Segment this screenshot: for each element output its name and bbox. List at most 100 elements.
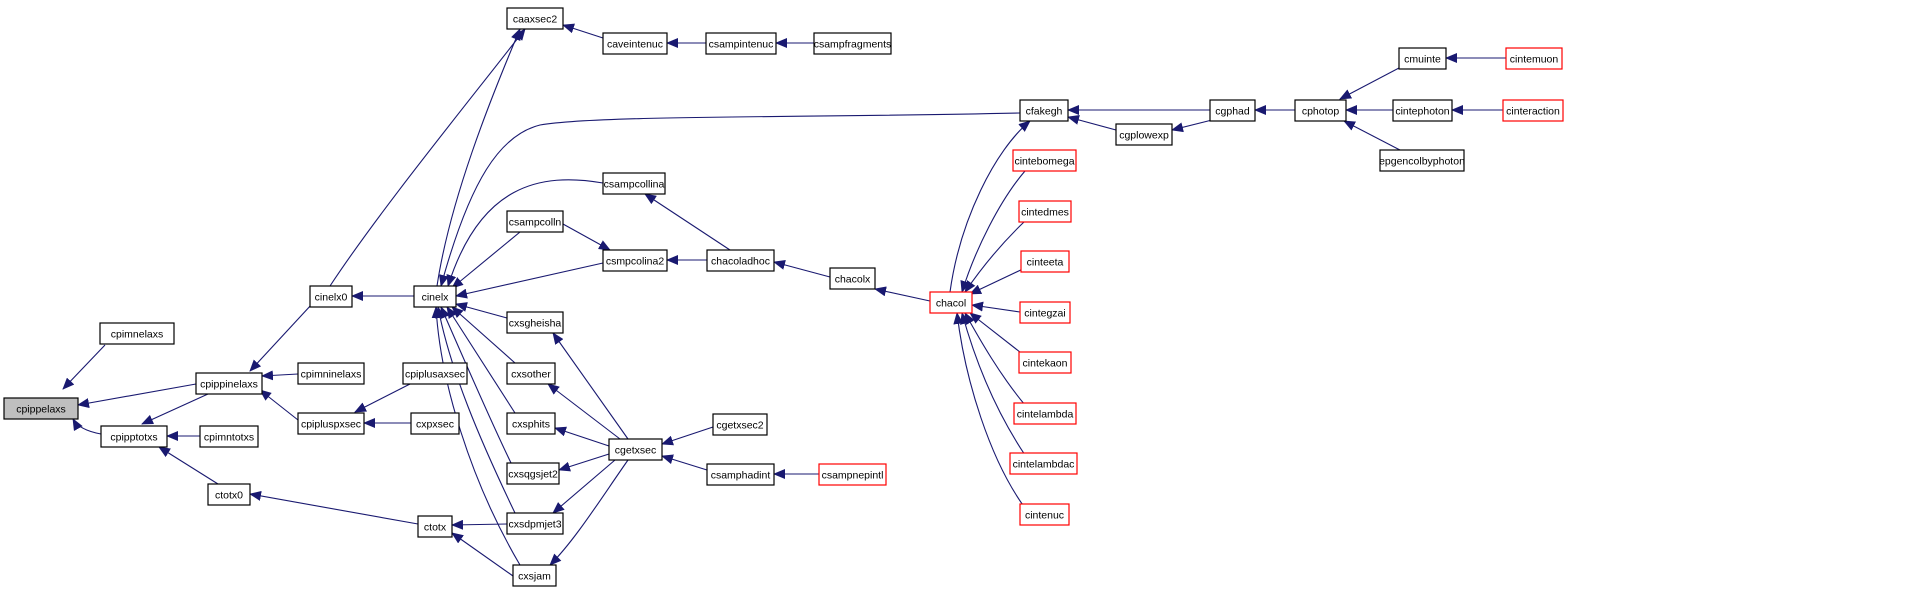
edge-cgphad-to-cgplowexp xyxy=(1171,119,1213,133)
node-cxsphits[interactable]: cxsphits xyxy=(506,412,556,435)
node-box xyxy=(410,412,460,435)
node-cgphad[interactable]: cgphad xyxy=(1209,99,1256,122)
node-cxsjam[interactable]: cxsjam xyxy=(512,564,557,587)
node-cgetxsec2[interactable]: cgetxsec2 xyxy=(712,413,768,436)
node-cintelambda[interactable]: cintelambda xyxy=(1013,402,1077,425)
node-cpipluspxsec[interactable]: cpipluspxsec xyxy=(297,412,365,435)
node-cintelambdac[interactable]: cintelambdac xyxy=(1009,452,1078,475)
node-box xyxy=(1294,99,1347,122)
node-csmpcolina2[interactable]: csmpcolina2 xyxy=(602,249,668,272)
edge-cxsphits-to-cinelx xyxy=(446,306,516,414)
edge-chacolx-to-chacoladhoc xyxy=(773,260,831,278)
edge-chacol-to-cfakegh xyxy=(949,120,1031,293)
node-cintebomega[interactable]: cintebomega xyxy=(1012,149,1077,172)
node-label: cintemuon xyxy=(1510,54,1559,66)
node-cmuinte[interactable]: cmuinte xyxy=(1398,47,1447,70)
node-box xyxy=(512,564,557,587)
node-box xyxy=(207,483,251,506)
node-box xyxy=(1020,250,1070,273)
node-csampcollina[interactable]: csampcollina xyxy=(602,172,666,195)
node-cgetxsec[interactable]: cgetxsec xyxy=(608,438,663,461)
node-box xyxy=(602,172,666,195)
node-cinteeta[interactable]: cinteeta xyxy=(1020,250,1070,273)
node-cxsdpmjet3[interactable]: cxsdpmjet3 xyxy=(506,512,564,535)
node-label: chacolx xyxy=(835,274,871,286)
node-caveintenuc[interactable]: caveintenuc xyxy=(602,32,668,55)
edge-cgetxsec2-to-cgetxsec xyxy=(661,426,714,446)
node-box xyxy=(297,362,365,385)
node-cintekaon[interactable]: cintekaon xyxy=(1018,351,1072,374)
node-cpimnelaxs[interactable]: cpimnelaxs xyxy=(99,322,175,345)
node-box xyxy=(1505,47,1563,70)
node-chacoladhoc[interactable]: chacoladhoc xyxy=(706,249,775,272)
node-csampcolln[interactable]: csampcolln xyxy=(506,210,564,233)
node-box xyxy=(506,512,564,535)
node-cinteraction[interactable]: cinteraction xyxy=(1502,99,1564,122)
edge-chacoladhoc-to-csampcollina xyxy=(644,193,731,251)
node-label: cintedmes xyxy=(1021,207,1069,219)
node-cpimninelaxs[interactable]: cpimninelaxs xyxy=(297,362,365,385)
node-cfakegh[interactable]: cfakegh xyxy=(1019,99,1069,122)
node-box xyxy=(1019,503,1070,526)
node-cintemuon[interactable]: cintemuon xyxy=(1505,47,1563,70)
node-label: cintenuc xyxy=(1025,510,1064,522)
node-caaxsec2[interactable]: caaxsec2 xyxy=(506,7,564,30)
node-box xyxy=(1209,99,1256,122)
node-cpimntotxs[interactable]: cpimntotxs xyxy=(199,425,259,448)
node-label: cintelambda xyxy=(1017,409,1074,421)
node-cinelx[interactable]: cinelx xyxy=(413,285,457,308)
node-csampfragments[interactable]: csampfragments xyxy=(813,32,892,55)
node-csampnepintl[interactable]: csampnepintl xyxy=(818,463,887,486)
node-chacolx[interactable]: chacolx xyxy=(829,267,876,290)
node-cpipptotxs[interactable]: cpipptotxs xyxy=(100,425,168,448)
node-cphotop[interactable]: cphotop xyxy=(1294,99,1347,122)
node-label: cintekaon xyxy=(1023,358,1068,370)
node-box xyxy=(506,210,564,233)
node-box xyxy=(602,249,668,272)
edge-cgetxsec-to-cxsgheisha xyxy=(552,332,629,440)
node-cpiplusaxsec[interactable]: cpiplusaxsec xyxy=(402,362,468,385)
edge-cintebomega-to-chacol xyxy=(960,170,1026,293)
node-box xyxy=(3,397,79,420)
node-label: cinteraction xyxy=(1506,106,1560,118)
node-label: cintephoton xyxy=(1395,106,1449,118)
node-csamphadint[interactable]: csamphadint xyxy=(706,463,775,486)
node-box xyxy=(309,285,353,308)
node-cintephoton[interactable]: cintephoton xyxy=(1392,99,1453,122)
nodes-layer: cpippelaxs cpimnelaxs cpippinelaxs cpipptot… xyxy=(3,7,1564,587)
node-csampintenuc[interactable]: csampintenuc xyxy=(705,32,777,55)
node-cgplowexp[interactable]: cgplowexp xyxy=(1115,123,1173,146)
node-label: cmuinte xyxy=(1404,54,1441,66)
node-cpippinelaxs[interactable]: cpippinelaxs xyxy=(195,372,263,395)
node-cintedmes[interactable]: cintedmes xyxy=(1018,200,1072,223)
node-cxsother[interactable]: cxsother xyxy=(506,362,556,385)
node-ctotx[interactable]: ctotx xyxy=(417,515,453,538)
node-label: ctotx0 xyxy=(215,490,243,502)
node-cinelx0[interactable]: cinelx0 xyxy=(309,285,353,308)
node-box xyxy=(712,413,768,436)
node-chacol[interactable]: chacol xyxy=(929,291,973,314)
node-box xyxy=(1398,47,1447,70)
node-ctotx0[interactable]: ctotx0 xyxy=(207,483,251,506)
edge-cinteeta-to-chacol xyxy=(969,267,1026,295)
node-box xyxy=(506,362,556,385)
node-cxsqgsjet2[interactable]: cxsqgsjet2 xyxy=(506,462,560,485)
node-box xyxy=(608,438,663,461)
node-cxsgheisha[interactable]: cxsgheisha xyxy=(506,311,564,334)
node-box xyxy=(1115,123,1173,146)
edge-cxsqgsjet2-to-cinelx xyxy=(440,306,513,466)
node-cintenuc[interactable]: cintenuc xyxy=(1019,503,1070,526)
node-label: epgencolbyphoton xyxy=(1379,156,1465,168)
node-box xyxy=(506,7,564,30)
node-label: chacoladhoc xyxy=(711,256,770,268)
node-label: cinelx xyxy=(422,292,450,304)
node-epgencolbyphoton[interactable]: epgencolbyphoton xyxy=(1379,149,1465,172)
node-cintegzai[interactable]: cintegzai xyxy=(1019,301,1071,324)
edge-cpipluspxsec-to-cpippinelaxs xyxy=(259,389,299,421)
edge-cgetxsec-to-cxsjam xyxy=(549,459,629,566)
edge-cinelx0-to-caaxsec2 xyxy=(329,28,526,287)
node-box xyxy=(602,32,668,55)
node-cpippelaxs[interactable]: cpippelaxs xyxy=(3,397,79,420)
node-cxpxsec[interactable]: cxpxsec xyxy=(410,412,460,435)
edge-cpimnelaxs-to-cpippelaxs xyxy=(62,344,106,390)
